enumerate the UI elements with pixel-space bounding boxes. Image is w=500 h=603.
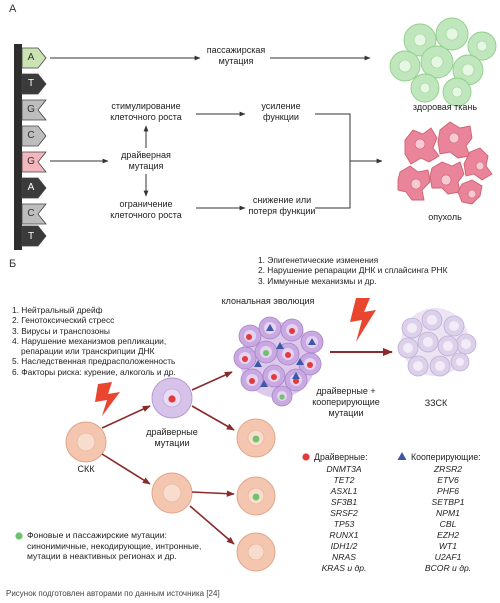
skk-label: СКК <box>77 464 95 474</box>
factor-item: репарации или транскрипции ДНК <box>21 346 155 357</box>
clonal-evolution-label: клональная эволюция <box>221 296 315 306</box>
driver-gene: DNMT3A <box>326 464 362 474</box>
driver-gene: TET2 <box>333 475 355 485</box>
passenger-mutation-label: пассажирская мутация <box>206 45 266 66</box>
coop-gene: WT1 <box>438 541 458 551</box>
driver-cell <box>151 377 193 419</box>
coop-gene: U2AF1 <box>434 552 462 562</box>
panel-a-diagram <box>14 17 497 250</box>
cell-lower-left <box>151 472 193 514</box>
epigenetic-item: 3. Иммунные механизмы и др. <box>258 275 377 286</box>
coop-gene: SETBP1 <box>431 497 465 507</box>
dna-letter: A <box>27 52 35 63</box>
factor-item: 5. Наследственная предрасположенность <box>12 356 176 367</box>
dna-letter: C <box>27 208 35 219</box>
dna-letter: G <box>27 156 35 167</box>
enhancement-label: усиление функции <box>261 101 301 122</box>
panel-a-label: А <box>9 3 17 15</box>
driver-dot-icon <box>302 453 310 461</box>
factor-item: 4. Нарушение механизмов репликации, <box>12 335 167 346</box>
coop-gene: EZH2 <box>437 530 459 540</box>
driver-coop-label: драйверные + кооперирующие мутации <box>312 386 380 418</box>
coop-gene: ZRSR2 <box>433 464 463 474</box>
dna-bases <box>21 47 47 247</box>
clonal-cluster <box>233 316 324 407</box>
lightning-icon <box>95 382 120 416</box>
driver-gene: IDH1/2 <box>330 541 358 551</box>
factor-item: 2. Генотоксический стресс <box>12 315 115 326</box>
coop-genes-list: ZRSR2 ETV6 PHF6 SETBP1 NPM1 CBL EZH2 WT1… <box>412 464 484 574</box>
coop-header: Кооперирующие: <box>411 452 481 462</box>
epigenetic-item: 2. Нарушение репарации ДНК и сплайсинга … <box>258 265 448 276</box>
tumor-label: опухоль <box>428 212 462 222</box>
zzsk-label: ЗЗСК <box>424 398 448 408</box>
dna-letter: T <box>27 231 35 242</box>
driver-mutation-label: драйверная мутация <box>121 150 171 171</box>
dna-letter: A <box>27 182 35 193</box>
restriction-label: ограничение клеточного роста <box>110 199 182 220</box>
driver-gene: RUNX1 <box>329 530 359 540</box>
panel-b-label: Б <box>9 258 17 270</box>
lightning-icon <box>350 298 376 342</box>
coop-gene: PHF6 <box>437 486 459 496</box>
cell-lower-right-2 <box>236 532 276 572</box>
healthy-tissue-label: здоровая ткань <box>412 102 478 112</box>
driver-gene: SRSF2 <box>330 508 358 518</box>
dna-backbone <box>14 44 22 250</box>
dna-letter: C <box>27 130 35 141</box>
driver-gene: NRAS <box>332 552 356 562</box>
factor-item: 1. Нейтральный дрейф <box>12 305 103 315</box>
driver-gene: SF3B1 <box>330 497 358 507</box>
factor-item: 3. Вирусы и транспозоны <box>12 325 110 336</box>
driver-gene: TP53 <box>333 519 355 529</box>
factor-item: 6. Факторы риска: курение, алкоголь и др… <box>12 366 176 377</box>
stimulation-label: стимулирование клеточного роста <box>110 101 182 122</box>
cell-lower-right-1 <box>236 476 276 516</box>
reduction-label: снижение или потеря функции <box>248 195 316 216</box>
background-mutations-label: Фоновые и пассажирские мутации: синоними… <box>27 530 202 561</box>
coop-triangle-icon <box>397 452 407 460</box>
panel-b-diagram <box>15 298 477 572</box>
epigenetic-item: 1. Эпигенетические изменения <box>258 255 379 265</box>
skk-cell <box>65 421 107 463</box>
figure-caption: Рисунок подготовлен авторами по данным и… <box>6 589 220 598</box>
coop-gene: BCOR и др. <box>424 563 472 573</box>
background-dot-icon <box>15 532 23 540</box>
dna-letter: G <box>27 104 35 115</box>
driver-gene: ASXL1 <box>330 486 358 496</box>
driver-mutations-label: драйверные мутации <box>146 427 198 448</box>
healthy-tissue-cluster <box>389 17 497 107</box>
factors-list: 1. Нейтральный дрейф 2. Генотоксический … <box>12 305 176 377</box>
dna-letter: T <box>27 78 35 89</box>
coop-gene: CBL <box>439 519 457 529</box>
cell-upper-right <box>236 418 276 458</box>
driver-gene: KRAS и др. <box>321 563 367 573</box>
epigenetic-list: 1. Эпигенетические изменения 2. Нарушени… <box>258 255 447 286</box>
drivers-header: Драйверные: <box>314 452 368 462</box>
coop-gene: NPM1 <box>436 508 460 518</box>
driver-genes-list: DNMT3A TET2 ASXL1 SF3B1 SRSF2 TP53 RUNX1… <box>308 464 380 574</box>
zzsk-cluster <box>397 308 477 377</box>
coop-gene: ETV6 <box>437 475 459 485</box>
